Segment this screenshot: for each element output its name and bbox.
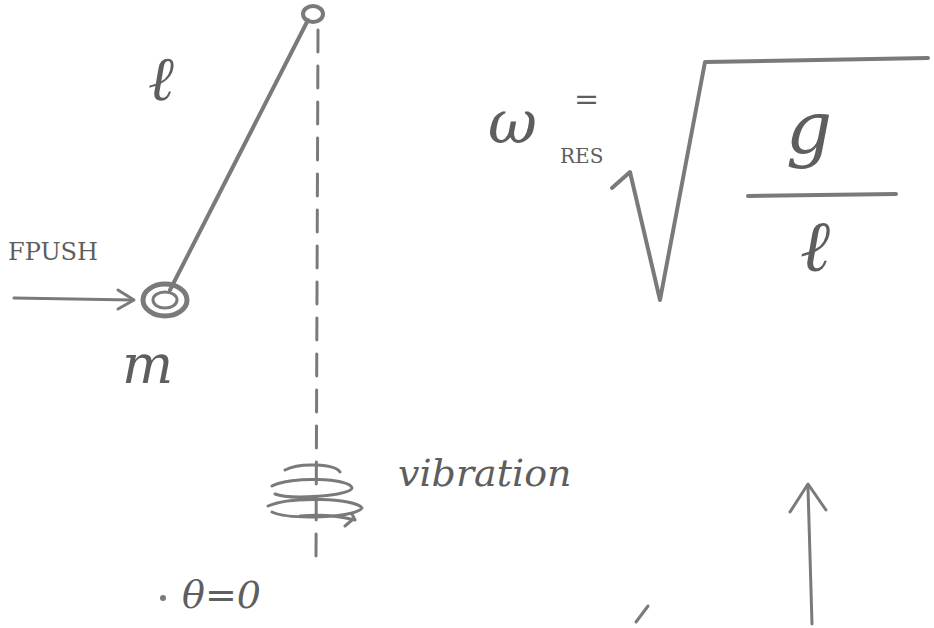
pendulum-string (170, 20, 308, 290)
pivot-dot (160, 595, 166, 601)
numerator-g: g (786, 92, 832, 164)
radical-sign (612, 58, 928, 300)
omega-symbol: ω (488, 92, 537, 152)
pencil-stroke (636, 606, 648, 622)
pendulum-bob-inner (153, 292, 177, 308)
pendulum-bob (143, 284, 187, 316)
force-label: FPUSH (8, 240, 98, 264)
vibration-spiral (268, 465, 362, 526)
fraction-bar (748, 194, 896, 196)
omega-subscript: RES (560, 146, 603, 166)
push-arrowhead (118, 290, 134, 309)
denominator-length: ℓ (800, 210, 830, 282)
length-label: ℓ (148, 48, 174, 110)
angle-label: θ=0 (182, 576, 261, 614)
equals-sign: = (574, 84, 599, 114)
up-arrow (808, 488, 812, 624)
push-arrow (14, 298, 132, 300)
up-arrowhead (790, 484, 826, 512)
mass-label: m (122, 338, 173, 392)
vibration-label: vibration (398, 454, 572, 492)
